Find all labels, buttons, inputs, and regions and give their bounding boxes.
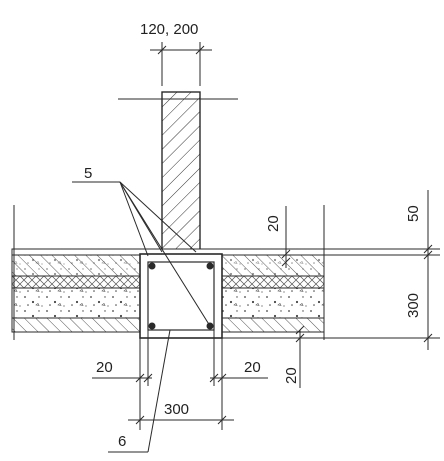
dim-wall-thickness: 120, 200 <box>140 21 212 86</box>
dim-label-slab-height: 300 <box>405 293 422 318</box>
dim-label-top-layer: 50 <box>405 205 422 222</box>
dim-cover-bottom: 20 <box>283 325 305 388</box>
dim-label-beam-width: 300 <box>164 401 189 418</box>
dim-cover-sides: 20 20 <box>92 330 268 386</box>
dim-label-cover-right: 20 <box>244 359 261 376</box>
dim-right-vertical: 50 300 <box>222 190 440 350</box>
rebar <box>148 322 156 330</box>
dim-label-cover-bottom: 20 <box>283 367 300 384</box>
dim-label-cover-left: 20 <box>96 359 113 376</box>
rebar <box>148 262 156 270</box>
rebar <box>206 262 214 270</box>
callout-6: 6 <box>108 329 171 453</box>
callout-5: 5 <box>72 165 211 327</box>
dim-cover-top: 20 <box>265 206 291 268</box>
callout-label-6: 6 <box>118 433 126 450</box>
dim-beam-width: 300 <box>128 386 234 430</box>
dim-label-wall-thickness: 120, 200 <box>140 21 198 38</box>
wall <box>161 91 201 253</box>
dim-label-cover-top: 20 <box>265 215 282 232</box>
callout-label-5: 5 <box>84 165 92 182</box>
